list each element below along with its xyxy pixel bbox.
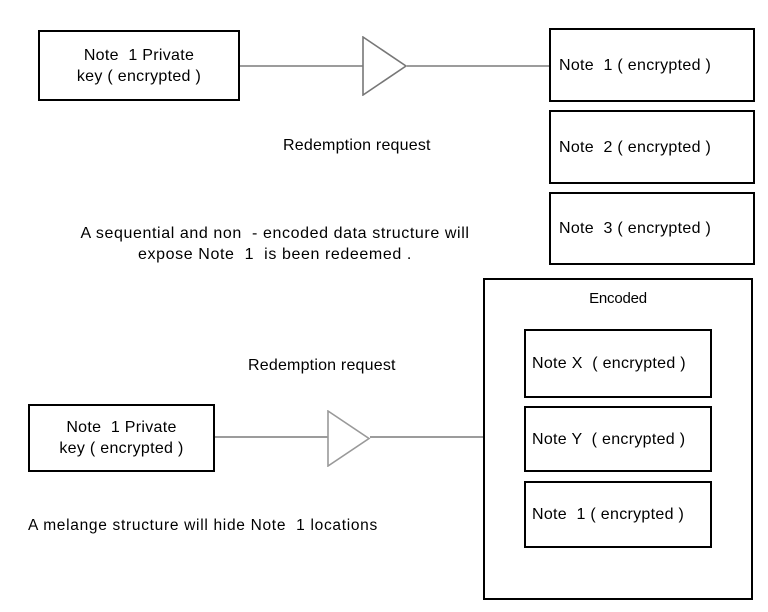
top-arrow-label: Redemption request: [283, 137, 431, 154]
top-target-box-note3: Note 3 ( encrypted ): [549, 192, 755, 265]
top-source-line1: Note 1 Private: [83, 46, 195, 64]
bottom-arrow-triangle-icon: [327, 410, 371, 467]
encoded-container-box: Encoded Note X ( encrypted ) Note Y ( en…: [483, 278, 753, 600]
encoded-box-noteX: Note X ( encrypted ): [524, 329, 712, 398]
bottom-caption: A melange structure will hide Note 1 loc…: [28, 517, 378, 534]
top-arrow-triangle-icon: [362, 36, 408, 96]
top-caption-line1: A sequential and non - encoded data stru…: [80, 225, 470, 242]
encoded-note1-label: Note 1 ( encrypted ): [532, 506, 685, 523]
encoded-box-noteY: Note Y ( encrypted ): [524, 406, 712, 472]
bottom-connector-line-left: [215, 436, 328, 438]
top-connector-line-right: [407, 65, 549, 67]
encoded-noteX-label: Note X ( encrypted ): [532, 355, 686, 372]
encoded-container-label: Encoded: [589, 290, 647, 307]
bottom-source-box: Note 1 Private key ( encrypted ): [28, 404, 215, 472]
top-target-box-note1: Note 1 ( encrypted ): [549, 28, 755, 102]
top-target-note1-label: Note 1 ( encrypted ): [559, 56, 712, 74]
encoded-noteY-label: Note Y ( encrypted ): [532, 430, 686, 448]
top-caption-line2: expose Note 1 is been redeemed .: [138, 246, 412, 263]
top-caption: A sequential and non - encoded data stru…: [10, 223, 540, 265]
bottom-arrow-label: Redemption request: [248, 357, 396, 374]
bottom-source-line1: Note 1 Private: [66, 419, 177, 436]
top-target-note3-label: Note 3 ( encrypted ): [559, 220, 712, 237]
top-connector-line-left: [240, 65, 363, 67]
top-source-box: Note 1 Private key ( encrypted ): [38, 30, 240, 101]
top-source-line2: key ( encrypted ): [76, 67, 202, 85]
bottom-source-line2: key ( encrypted ): [59, 440, 184, 457]
top-target-note2-label: Note 2 ( encrypted ): [559, 138, 712, 156]
encoded-box-note1: Note 1 ( encrypted ): [524, 481, 712, 548]
bottom-connector-line-right: [370, 436, 483, 438]
top-target-box-note2: Note 2 ( encrypted ): [549, 110, 755, 184]
